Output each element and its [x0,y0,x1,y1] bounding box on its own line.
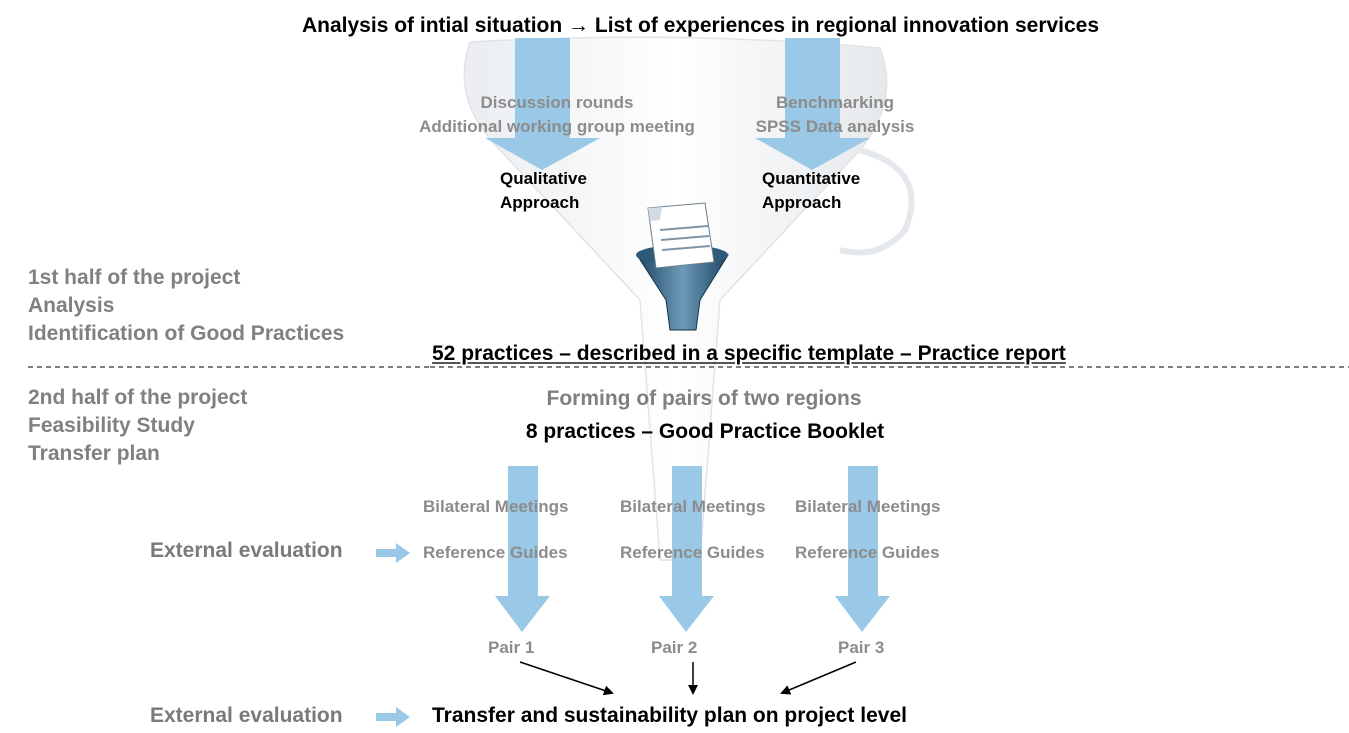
pair-3-label: Pair 3 [838,638,885,657]
pair-3-meetings: Bilateral Meetings [795,497,941,516]
pair-3-guides: Reference Guides [795,543,940,562]
pair-2-meetings: Bilateral Meetings [620,497,766,516]
practices-report: 52 practices – described in a specific t… [432,342,1066,365]
pair-2-label: Pair 2 [651,638,698,657]
qualitative-methods: Discussion rounds Additional working gro… [419,93,695,136]
pair-1-connector [519,661,614,696]
external-evaluation-2: External evaluation [150,704,343,727]
pair-3-connector [780,661,857,695]
second-half-label: 2nd half of the project Feasibility Stud… [28,386,248,465]
pair-1-label: Pair 1 [488,638,535,657]
quantitative-arrow [755,38,870,170]
pair-1-meetings: Bilateral Meetings [423,497,569,516]
external-evaluation-1: External evaluation [150,539,343,562]
external-eval-arrow-2 [376,707,410,727]
final-plan: Transfer and sustainability plan on proj… [432,704,907,727]
pair-2-guides: Reference Guides [620,543,765,562]
qualitative-approach: Qualitative Approach [500,169,587,212]
pair-2-arrow [659,466,714,632]
pair-1-guides: Reference Guides [423,543,568,562]
pair-1-arrow [495,466,550,632]
forming-pairs: Forming of pairs of two regions [546,387,862,410]
good-practice-booklet: 8 practices – Good Practice Booklet [525,420,885,443]
first-half-label: 1st half of the project Analysis Identif… [28,266,345,345]
quantitative-methods: Benchmarking SPSS Data analysis [755,93,915,136]
external-eval-arrow-1 [376,543,410,563]
diagram-title: Analysis of intial situation → List of e… [302,14,1100,37]
pair-3-arrow [835,466,890,632]
funnel-report-icon [636,202,729,331]
qualitative-arrow [485,38,600,170]
quantitative-approach: Quantitative Approach [762,169,861,212]
